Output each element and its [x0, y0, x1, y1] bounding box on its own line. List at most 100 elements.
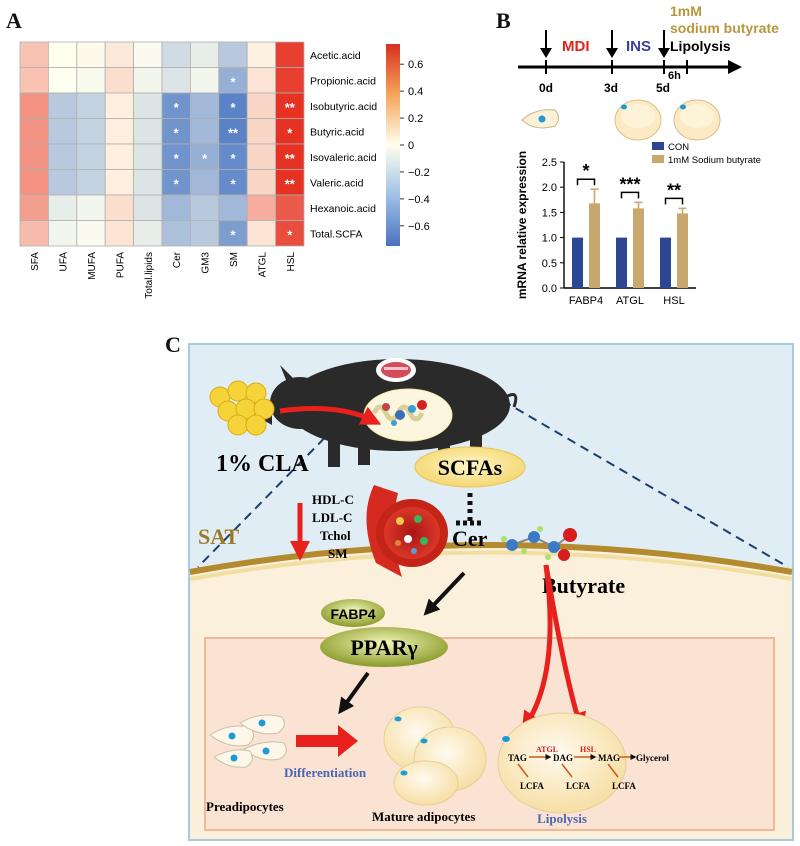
- heatmap-cell: [48, 92, 78, 119]
- butyrate-label: Butyrate: [542, 573, 625, 598]
- heatmap-cell: [218, 118, 248, 145]
- heatmap-cell: [275, 169, 305, 196]
- heatmap-cell: [76, 92, 106, 119]
- heatmap-cell: [246, 143, 276, 170]
- heatmap-row-label: Valeric.acid: [310, 177, 364, 189]
- heatmap-cell: [19, 118, 49, 145]
- y-axis-label: mRNA relative expression: [515, 151, 529, 299]
- scfas-bubble: [414, 446, 526, 488]
- heatmap-figure: ******************** Acetic.acidPropioni…: [19, 41, 430, 299]
- lipolysis-process-label: Lipolysis: [537, 811, 587, 826]
- heatmap-cell: [161, 67, 191, 94]
- significance-star: **: [285, 176, 296, 191]
- heatmap-cell: [189, 92, 220, 119]
- heatmap-cell: [19, 169, 49, 196]
- significance-star: **: [285, 151, 296, 166]
- heatmap-row-label: Hexanoic.acid: [310, 203, 376, 215]
- heatmap-cell: [275, 41, 305, 68]
- cla-droplets-icon: [209, 380, 275, 436]
- day-3-label: 3d: [604, 81, 618, 95]
- significance-star: **: [285, 100, 296, 115]
- ppar-bubble: [320, 627, 448, 667]
- heatmap-cell: [218, 67, 248, 94]
- heatmap-cell: [104, 169, 134, 196]
- lipid-sm: SM: [328, 546, 348, 561]
- scfas-label: SCFAs: [438, 455, 503, 480]
- legend-swatch: [652, 155, 664, 163]
- tag-label: TAG: [508, 753, 527, 763]
- day-0-label: 0d: [539, 81, 553, 95]
- colorbar-tick-label: −0.4: [408, 194, 430, 206]
- heatmap-cell: [218, 220, 248, 247]
- heatmap-row-label: Propionic.acid: [310, 75, 376, 87]
- significance-marker: *: [582, 161, 589, 181]
- heatmap-row-labels: Acetic.acidPropionic.acidIsobutyric.acid…: [310, 50, 377, 241]
- heatmap-cell: [19, 220, 49, 247]
- significance-star: *: [174, 125, 180, 140]
- adipocyte-cell-icon: [673, 99, 721, 141]
- heatmap-grid: [19, 41, 305, 247]
- heatmap-cell: [189, 143, 220, 170]
- heatmap-cell: [133, 92, 163, 119]
- heatmap-cell: [104, 92, 134, 119]
- hsl-enzyme-label: HSL: [580, 745, 596, 754]
- heatmap-cell: [189, 220, 220, 247]
- heatmap-cell: [161, 220, 191, 247]
- heatmap-cell: [48, 194, 78, 221]
- y-tick-label: 2.0: [542, 182, 557, 194]
- heatmap-cell: [76, 194, 106, 221]
- legend-swatch: [652, 142, 664, 150]
- lipolysis-label: Lipolysis: [670, 38, 731, 54]
- significance-star: *: [174, 176, 180, 191]
- heatmap-cell: [48, 143, 78, 170]
- heatmap-cell: [19, 143, 49, 170]
- ppar-label: PPARγ: [350, 635, 417, 660]
- heatmap-column-label: GM3: [201, 252, 212, 274]
- significance-marker: ***: [619, 174, 640, 194]
- heatmap-cell: [133, 169, 163, 196]
- heatmap-cell: [246, 67, 276, 94]
- heatmap-cell: [133, 220, 163, 247]
- heatmap-cell: [275, 194, 305, 221]
- cer-to-ppar-arrow: [423, 571, 466, 616]
- heatmap-cell: [133, 194, 163, 221]
- heatmap-cell: [275, 220, 305, 247]
- preadipocyte-cell-icon: [521, 109, 559, 129]
- heatmap-cell: [246, 194, 276, 221]
- butyrate-to-hsl-arrow: [543, 564, 587, 733]
- cla-arrow: [279, 406, 382, 425]
- heatmap-cell: [76, 143, 106, 170]
- heatmap-column-label: ATGL: [257, 252, 268, 278]
- bar: [589, 203, 600, 288]
- heatmap-row-label: Total.SCFA: [310, 228, 363, 240]
- significance-star: *: [174, 100, 180, 115]
- significance-marker: **: [667, 180, 681, 200]
- heatmap-column-label: HSL: [286, 252, 297, 272]
- heatmap-cell: [246, 220, 276, 247]
- y-tick-label: 2.5: [542, 157, 557, 169]
- lcfa-label-2: LCFA: [566, 781, 590, 791]
- heatmap-cell: [76, 67, 106, 94]
- heatmap-cell: [76, 220, 106, 247]
- heatmap-significance: ********************: [174, 74, 296, 242]
- heatmap-cell: [76, 118, 106, 145]
- significance-star: *: [202, 151, 208, 166]
- gut-microbiota-icon: [363, 388, 453, 442]
- day-5-label: 5d: [656, 81, 670, 95]
- panel-label-b: B: [496, 8, 511, 33]
- heatmap-cell: [104, 41, 134, 68]
- significance-star: *: [230, 176, 236, 191]
- preadipocytes-label: Preadipocytes: [206, 799, 284, 814]
- cla-label: 1% CLA: [216, 451, 309, 477]
- colorbar-ticks: 0.60.40.20−0.2−0.4−0.6: [400, 59, 430, 233]
- heatmap-cell: [133, 143, 163, 170]
- down-arrow-icon: [658, 30, 670, 58]
- significance-star: *: [230, 151, 236, 166]
- heatmap-cell: [133, 41, 163, 68]
- meat-slice-icon: [376, 358, 416, 382]
- ppar-to-differentiation-arrow: [338, 671, 370, 715]
- heatmap-cell: [218, 92, 248, 119]
- heatmap-cell: [48, 220, 78, 247]
- heatmap-cell: [189, 67, 220, 94]
